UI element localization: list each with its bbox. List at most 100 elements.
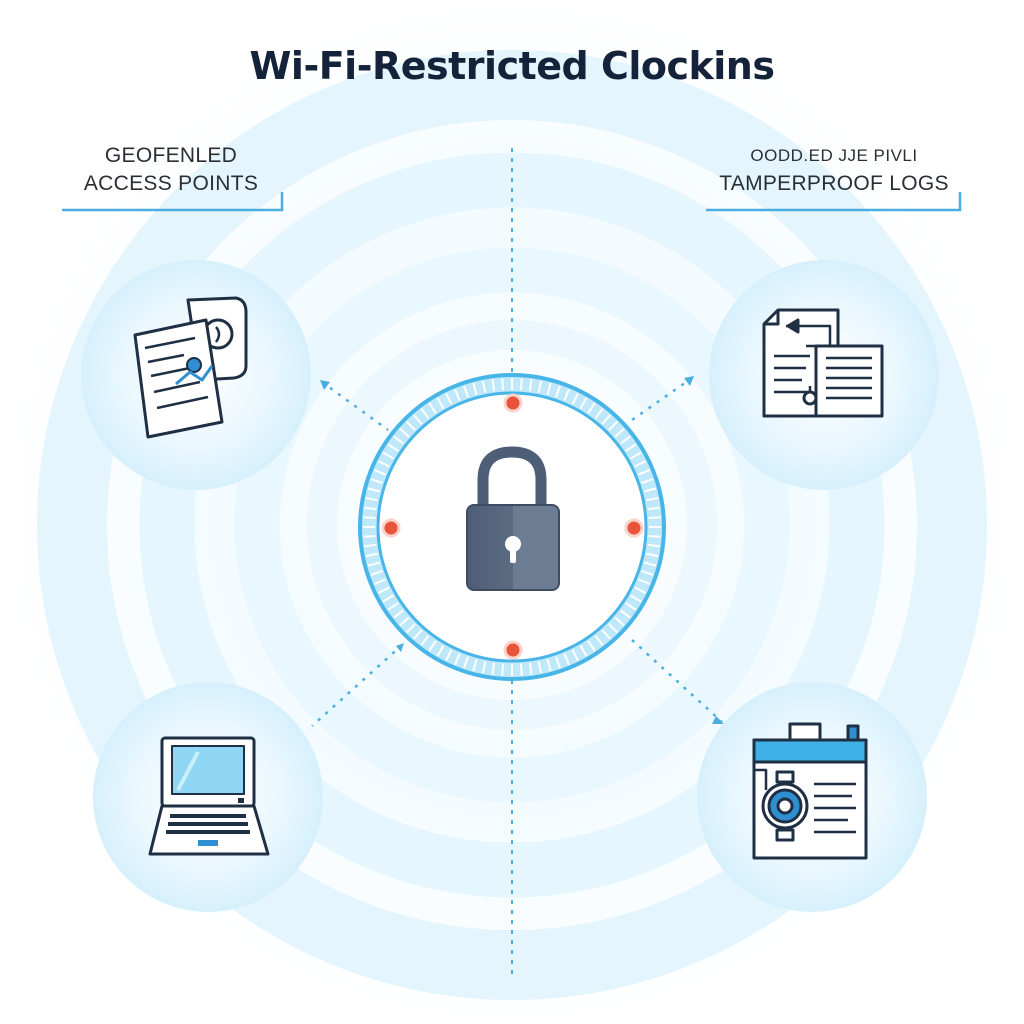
dial-tick <box>648 516 661 519</box>
dial-tick <box>363 516 376 519</box>
dial-tick <box>367 487 380 493</box>
dial-tick <box>587 402 596 414</box>
dial-tick <box>405 420 416 431</box>
dial-tick <box>501 663 504 676</box>
dial-tick <box>365 552 378 558</box>
dial-tick <box>364 506 377 511</box>
dial-tick <box>641 478 654 484</box>
dial-tick <box>420 635 430 646</box>
dial-tick <box>377 460 390 468</box>
marker-bottom <box>503 640 523 660</box>
label-left-line1: GEOFENLED <box>104 144 238 167</box>
connector-arrowheads <box>320 376 724 724</box>
dial-tick <box>647 543 660 548</box>
dial-tick <box>454 653 461 666</box>
dial-tick <box>647 506 660 511</box>
dial-tick <box>638 469 651 476</box>
dial-tick <box>571 649 579 662</box>
dial-tick <box>528 379 533 392</box>
dial-tick <box>387 602 399 611</box>
label-right-line2: TAMPERPROOF LOGS <box>719 172 949 195</box>
dial-tick <box>528 662 533 675</box>
laptop-keyboard <box>166 814 250 834</box>
marker-top <box>503 393 523 413</box>
dial-tick <box>370 478 383 484</box>
dial-tick <box>579 645 588 657</box>
dial-tick <box>563 653 570 666</box>
label-left-line2: ACCESS POINTS <box>83 172 259 195</box>
dial-tick <box>393 609 404 619</box>
label-right-line1: OODD.ED JJE PIVLI <box>750 146 918 165</box>
dial-tick <box>463 656 469 669</box>
dial-tick <box>472 659 478 672</box>
dial-tick <box>555 656 561 669</box>
dial-tick <box>644 561 657 567</box>
dial-markers <box>381 393 644 660</box>
dial-tick <box>445 392 453 405</box>
dial-tick <box>472 382 478 395</box>
dial-tick <box>594 408 604 419</box>
dial-tick <box>382 451 394 460</box>
dial-tick <box>555 385 561 398</box>
dial-tick <box>428 640 437 652</box>
dial-tick <box>364 543 377 548</box>
dial-tick <box>563 388 570 401</box>
dial-tick <box>445 649 453 662</box>
dial-tick <box>579 397 588 409</box>
dial-tick <box>620 435 631 445</box>
signed-document-icon <box>133 296 248 439</box>
dial-tick <box>614 616 625 626</box>
dial-tick <box>428 402 437 414</box>
dial-tick <box>387 443 399 452</box>
dial-tick <box>481 661 487 674</box>
dial-tick <box>436 397 445 409</box>
dial-tick <box>405 623 416 634</box>
dial-tick <box>537 661 543 674</box>
dial-tick <box>382 594 394 603</box>
dial-tick <box>641 570 654 576</box>
dial-tick <box>571 392 579 405</box>
marker-left <box>381 518 401 538</box>
dial-tick <box>587 640 596 652</box>
diagonal-connectors <box>311 376 723 727</box>
dial-tick <box>373 469 386 476</box>
laptop-icon <box>148 736 270 856</box>
dial-tick <box>634 586 647 594</box>
dial-tick <box>491 379 496 392</box>
dial-tick <box>436 645 445 657</box>
dial-tick <box>648 535 661 538</box>
dial-tick <box>594 635 604 646</box>
dial-tick <box>399 428 410 438</box>
dial-tick <box>546 382 552 395</box>
marker-right <box>624 518 644 538</box>
padlock-icon <box>466 446 560 591</box>
dial-tick <box>393 435 404 445</box>
page-title: Wi-Fi-Restricted Clockins <box>249 44 775 88</box>
left-label-bracket <box>62 192 284 212</box>
dial-tick <box>463 385 469 398</box>
dial-tick <box>520 663 523 676</box>
dial-tick <box>365 496 378 502</box>
dial-tick <box>614 428 625 438</box>
dial-tick <box>367 561 380 567</box>
dial-tick <box>413 629 423 640</box>
label-tamperproof-logs: OODD.ED JJE PIVLI TAMPERPROOF LOGS <box>704 142 964 198</box>
dial-tick <box>377 586 390 594</box>
dial-tick <box>601 629 611 640</box>
dial-tick <box>501 378 504 391</box>
label-geofenced-access-points: GEOFENLED ACCESS POINTS <box>60 142 282 198</box>
dial-tick <box>420 408 430 419</box>
dial-tick <box>634 460 647 468</box>
id-badge-icon <box>752 722 868 860</box>
dial-tick <box>646 496 659 502</box>
dial-tick <box>373 578 386 585</box>
dial-tick <box>630 594 642 603</box>
dial-tick <box>546 659 552 672</box>
dial-tick <box>481 380 487 393</box>
dial-tick <box>370 570 383 576</box>
dial-tick <box>608 420 619 431</box>
dial-tick <box>601 414 611 425</box>
right-label-bracket <box>706 192 962 212</box>
dial-tick <box>454 388 461 401</box>
